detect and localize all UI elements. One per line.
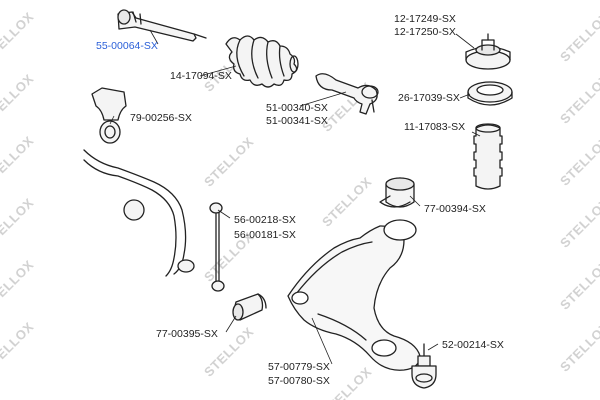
part-number-51-00341[interactable]: 51-00341-SX	[266, 115, 328, 127]
strut-mount-drawing[interactable]	[465, 33, 511, 70]
part-number-12-17249[interactable]: 12-17249-SX	[394, 13, 456, 25]
tie-rod-drawing[interactable]	[117, 9, 207, 42]
part-number-14-17094[interactable]: 14-17094-SX	[170, 70, 232, 82]
watermark-text: STELLOX	[0, 71, 37, 126]
part-labels: 55-00064-SX 14-17094-SX 51-00340-SX 51-0…	[96, 13, 504, 387]
front-arm-bushing-drawing[interactable]	[232, 293, 267, 321]
watermark-text: STELLOX	[0, 319, 37, 374]
part-number-51-00340[interactable]: 51-00340-SX	[266, 102, 328, 114]
watermark-text: STELLOX	[201, 134, 256, 189]
watermark-text: STELLOX	[0, 9, 37, 64]
ball-joint-drawing[interactable]	[411, 343, 437, 389]
part-number-52-00214[interactable]: 52-00214-SX	[442, 339, 504, 351]
part-number-57-00779[interactable]: 57-00779-SX	[268, 361, 330, 373]
tie-rod-end-drawing[interactable]	[315, 73, 379, 115]
part-number-56-00218[interactable]: 56-00218-SX	[234, 214, 296, 226]
stabilizer-bushing-drawing[interactable]	[91, 87, 127, 144]
watermark-text: STELLOX	[0, 133, 37, 188]
part-number-57-00780[interactable]: 57-00780-SX	[268, 375, 330, 387]
part-number-11-17083[interactable]: 11-17083-SX	[404, 121, 465, 133]
part-number-79-00256[interactable]: 79-00256-SX	[130, 112, 192, 124]
leader-lines	[109, 29, 481, 365]
part-number-55-00064[interactable]: 55-00064-SX	[96, 40, 158, 52]
rear-arm-bushing-drawing[interactable]	[379, 177, 415, 208]
bump-stop-boot-drawing[interactable]	[473, 123, 503, 190]
part-number-12-17250[interactable]: 12-17250-SX	[394, 26, 456, 38]
part-number-26-17039[interactable]: 26-17039-SX	[398, 92, 460, 104]
strut-bearing-drawing[interactable]	[467, 81, 513, 106]
watermark-text: STELLOX	[557, 257, 600, 312]
part-number-77-00394[interactable]: 77-00394-SX	[424, 203, 486, 215]
stabilizer-bar-drawing[interactable]	[83, 149, 195, 277]
part-number-77-00395[interactable]: 77-00395-SX	[156, 328, 218, 340]
steering-boot-drawing[interactable]	[225, 35, 299, 88]
watermark-text: STELLOX	[557, 319, 600, 374]
watermark-text: STELLOX	[0, 257, 37, 312]
watermark-text: STELLOX	[557, 133, 600, 188]
watermark-text: STELLOX	[557, 71, 600, 126]
watermark-text: STELLOX	[0, 195, 37, 250]
watermark-text: STELLOX	[319, 174, 374, 229]
watermark-text: STELLOX	[557, 9, 600, 64]
watermark-layer: STELLOX STELLOX STELLOX STELLOX STELLOX STELL…	[0, 9, 600, 400]
control-arm-drawing[interactable]	[287, 219, 421, 371]
part-number-56-00181[interactable]: 56-00181-SX	[234, 229, 296, 241]
watermark-text: STELLOX	[557, 195, 600, 250]
